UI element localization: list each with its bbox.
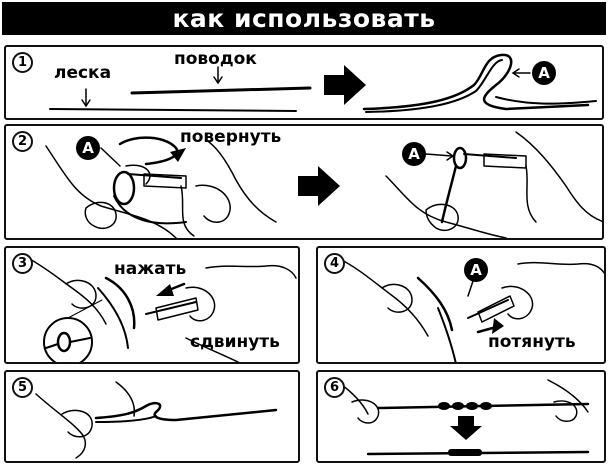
step-3-illustration: [27, 257, 297, 362]
step-number: 5: [12, 377, 33, 398]
label-leader: поводок: [174, 49, 257, 69]
marker-a-icon: A: [402, 142, 426, 166]
step-2-illustration: [45, 131, 602, 238]
step-4-panel: 4 A потянуть: [316, 246, 606, 364]
press-arrowhead-icon: [156, 284, 174, 296]
step-4-illustration: [337, 257, 604, 362]
label-rotate: повернуть: [180, 127, 282, 147]
step-6-illustration: [337, 379, 590, 456]
label-press: нажать: [114, 259, 187, 279]
label-line: леска: [54, 63, 112, 83]
knot-coil: [438, 402, 450, 410]
rotate-arrowhead-icon: [170, 148, 186, 162]
marker-a-icon: A: [76, 136, 100, 160]
knot-coil: [480, 402, 492, 410]
knot-coil: [452, 402, 464, 410]
step-6-panel: 6: [316, 370, 606, 463]
pull-arrowhead-icon: [492, 318, 504, 334]
marker-a-icon: A: [464, 258, 488, 282]
step-1-illustration: [49, 53, 597, 113]
knot-coil: [466, 402, 478, 410]
step-number: 6: [324, 377, 345, 398]
marker-a-icon: A: [532, 61, 556, 85]
title-bar: как использовать: [2, 2, 606, 35]
page-title: как использовать: [172, 4, 436, 33]
step-2-panel: 2 A повернуть A: [4, 124, 604, 240]
label-pull: потянуть: [488, 332, 576, 352]
step-5-illustration: [35, 381, 278, 459]
next-arrow-icon: [324, 65, 366, 105]
label-slide: сдвинуть: [190, 332, 280, 352]
step-5-panel: 5: [4, 370, 300, 463]
next-arrow-icon: [298, 166, 340, 206]
down-arrow-icon: [450, 416, 482, 440]
step-number: 1: [12, 52, 33, 73]
step-number: 4: [324, 253, 345, 274]
step-3-panel: 3 нажать сдвинуть: [4, 246, 300, 364]
tight-knot: [448, 449, 482, 456]
step-number: 2: [12, 131, 33, 152]
step-number: 3: [12, 253, 33, 274]
step-1-panel: 1 леска поводок A: [4, 45, 604, 120]
